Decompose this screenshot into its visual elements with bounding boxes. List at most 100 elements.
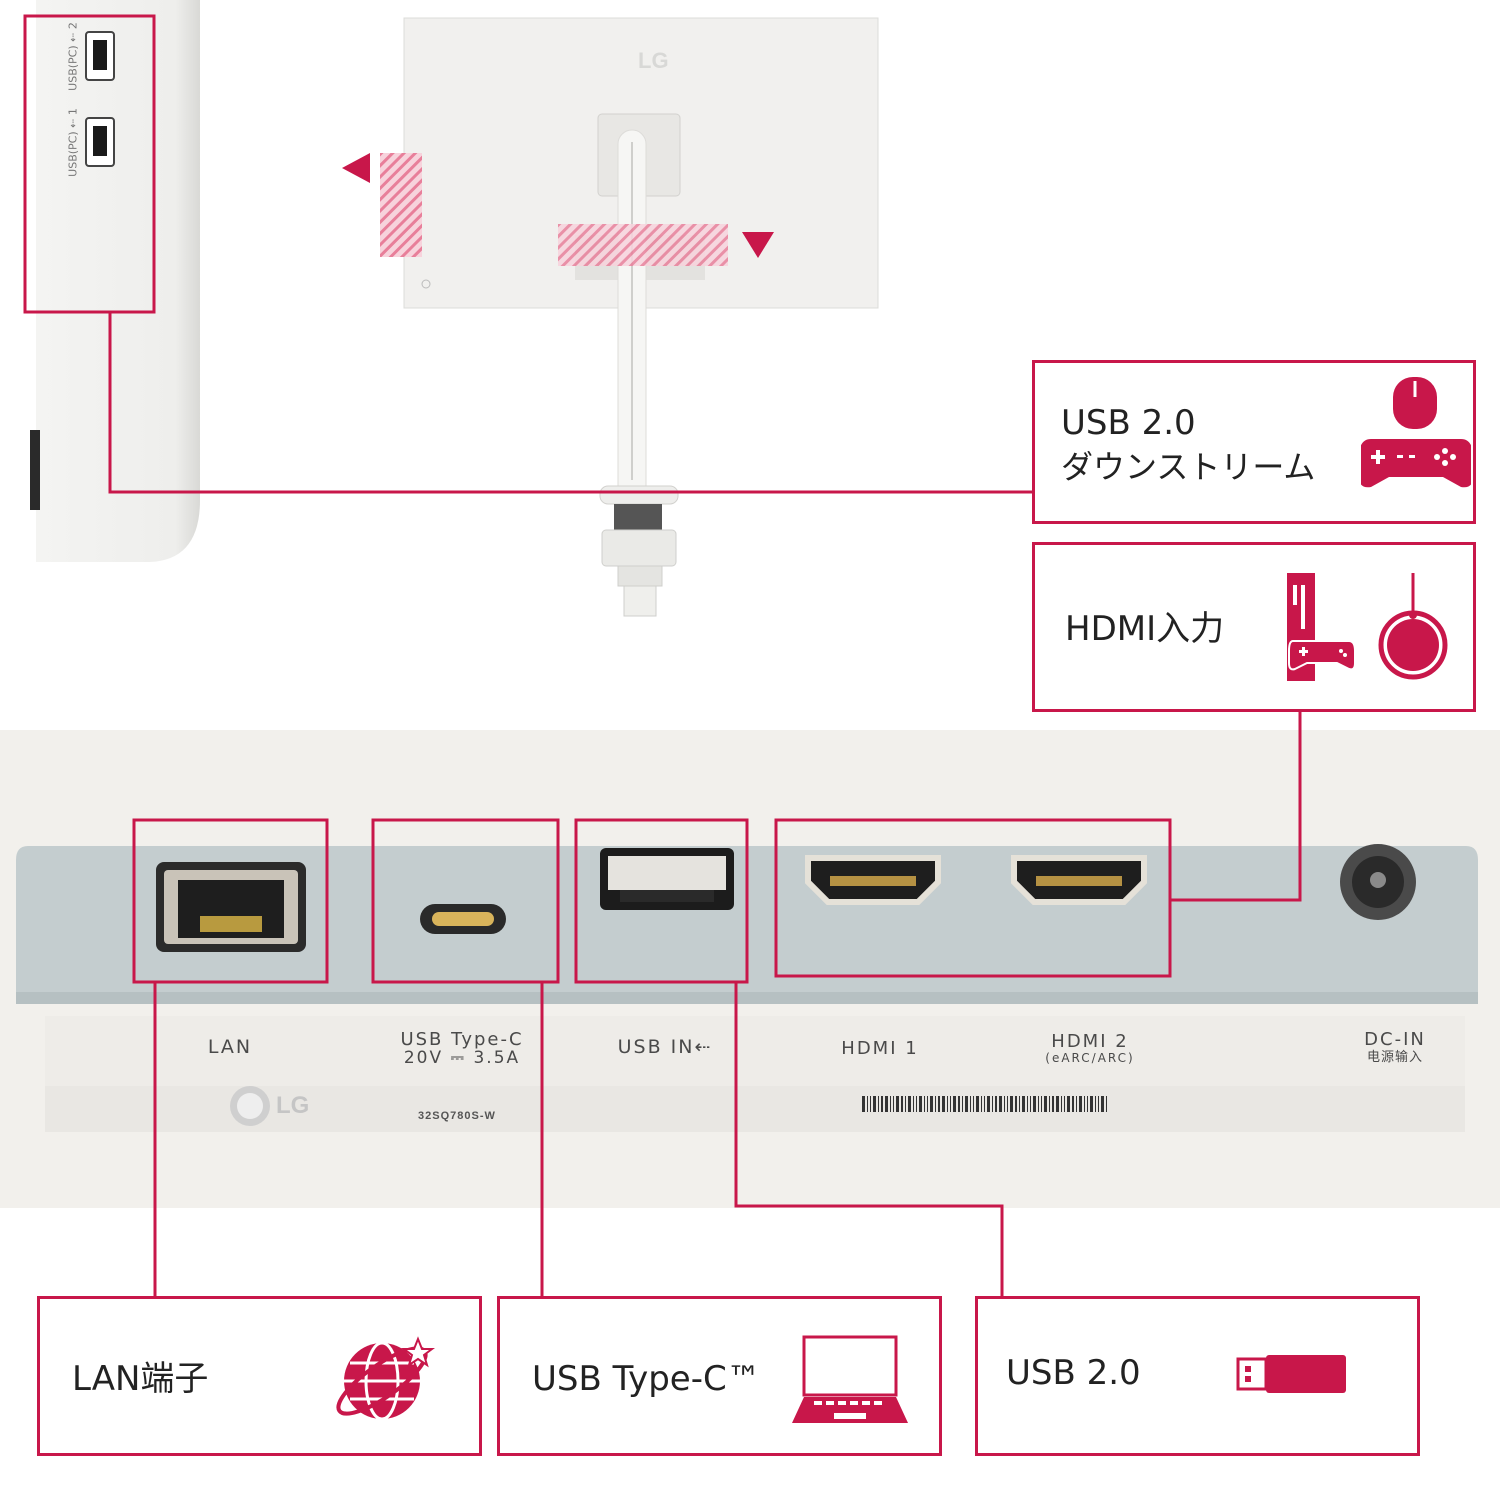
monitor-back-logo: LG <box>638 48 669 73</box>
usbc-port-label-line2: 20V ⎓ 3.5A <box>403 1048 521 1068</box>
barcode-bar <box>916 1096 917 1112</box>
barcode-bar <box>1041 1096 1042 1112</box>
barcode-bar <box>890 1096 891 1112</box>
dcin-port-label-line2: 电源输入 <box>1366 1050 1423 1065</box>
callout-lan-label: LAN端子 <box>72 1359 209 1399</box>
barcode-bar <box>958 1096 960 1112</box>
model-number: 32SQ780S-W <box>418 1110 496 1122</box>
barcode-bar <box>885 1096 888 1112</box>
barcode-bar <box>962 1096 963 1112</box>
barcode-bar <box>1056 1096 1059 1112</box>
barcode-bar <box>1079 1096 1082 1112</box>
barcode-bar <box>935 1096 936 1112</box>
barcode-bar <box>881 1096 883 1112</box>
barcode-bar <box>893 1096 894 1112</box>
barcode-bar <box>1052 1096 1054 1112</box>
barcode-bar <box>1095 1096 1096 1112</box>
bottom-port-highlight <box>558 224 728 266</box>
monitor-side-drawing <box>30 0 200 562</box>
barcode-bar <box>1038 1096 1039 1112</box>
barcode-bar <box>862 1096 865 1112</box>
hdmi-device-icons <box>1287 573 1448 681</box>
callout-usb-2: USB 2.0 <box>975 1296 1420 1456</box>
barcode-bar <box>1106 1096 1107 1112</box>
barcode-bar <box>867 1096 868 1112</box>
barcode-bar <box>1004 1096 1005 1112</box>
hdmi2-port-label-line1: HDMI 2 <box>1051 1031 1129 1052</box>
barcode-bar <box>942 1096 945 1112</box>
barcode-bar <box>1098 1096 1099 1112</box>
barcode-bar <box>981 1096 982 1112</box>
side-port-highlight <box>380 153 422 257</box>
streaming-stick-icon <box>1378 573 1448 680</box>
monitor-side-view: USB(PC) ⇠ 2 USB(PC) ⇠ 1 <box>0 0 220 570</box>
barcode-bar <box>927 1096 928 1112</box>
barcode-bar <box>1033 1096 1036 1112</box>
gamepad-icon <box>1361 439 1471 488</box>
barcode-bar <box>919 1096 922 1112</box>
callout-usb-2-label: USB 2.0 <box>1006 1353 1141 1393</box>
callout-usb-type-c: USB Type-C™ <box>497 1296 942 1456</box>
callout-usb-downstream-line1: USB 2.0 <box>1061 403 1196 443</box>
port-panel: LAN USB Type-C 20V ⎓ 3.5A USB IN⇠ HDMI 1… <box>0 730 1500 1208</box>
port-panel-logo: LG <box>276 1092 310 1119</box>
game-console-icon <box>1287 573 1356 681</box>
usb-port-1-label: USB(PC) ⇠ 1 <box>66 108 80 177</box>
barcode-bar <box>1022 1096 1025 1112</box>
barcode-bar <box>1064 1096 1065 1112</box>
barcode-bar <box>1007 1096 1008 1112</box>
lan-port-label: LAN <box>207 1036 253 1058</box>
barcode-bar <box>965 1096 968 1112</box>
barcode-bar <box>1019 1096 1020 1112</box>
callout-lan: LAN端子 <box>37 1296 482 1456</box>
arrow-left-icon <box>342 153 370 183</box>
barcode-bar <box>896 1096 899 1112</box>
mouse-icon <box>1393 377 1437 429</box>
barcode-bar <box>1061 1096 1062 1112</box>
barcode-bar <box>1010 1096 1013 1112</box>
barcode-bar <box>973 1096 974 1112</box>
barcode-bar <box>938 1096 940 1112</box>
barcode-bar <box>1076 1096 1077 1112</box>
usb-port-2-label: USB(PC) ⇠ 2 <box>66 22 80 91</box>
usb-in-port-label: USB IN⇠ <box>617 1036 713 1058</box>
barcode-bar <box>992 1096 993 1112</box>
barcode-bar <box>1087 1096 1088 1112</box>
barcode-bar <box>873 1096 876 1112</box>
callout-usb-downstream-line2: ダウンストリーム <box>1061 448 1316 486</box>
callout-usb-downstream: USB 2.0 ダウンストリーム <box>1032 360 1476 524</box>
barcode-bar <box>1030 1096 1031 1112</box>
barcode-bar <box>870 1096 871 1112</box>
hdmi2-port-label-line2: (eARC/ARC) <box>1045 1051 1135 1065</box>
barcode-bar <box>913 1096 914 1112</box>
barcode-bar <box>984 1096 985 1112</box>
barcode-bar <box>905 1096 906 1112</box>
usb-stick-icon <box>1236 1355 1346 1393</box>
barcode-bar <box>1084 1096 1085 1112</box>
barcode-bar <box>1027 1096 1028 1112</box>
barcode-bar <box>901 1096 903 1112</box>
barcode-bar <box>1067 1096 1070 1112</box>
barcode-bar <box>924 1096 925 1112</box>
barcode-bar <box>878 1096 879 1112</box>
mouse-and-gamepad-icons <box>1361 377 1471 488</box>
barcode-bar <box>953 1096 956 1112</box>
barcode-bar <box>1015 1096 1017 1112</box>
barcode-bar <box>930 1096 933 1112</box>
usbc-port-label-line1: USB Type-C <box>400 1029 524 1050</box>
barcode-bar <box>1044 1096 1047 1112</box>
hdmi1-port-label: HDMI 1 <box>841 1038 919 1059</box>
barcode-bar <box>1101 1096 1104 1112</box>
monitor-back-drawing <box>342 17 879 617</box>
barcode-bar <box>976 1096 979 1112</box>
arrow-down-icon <box>742 232 774 258</box>
barcode-bar <box>1090 1096 1093 1112</box>
barcode-bar <box>947 1096 948 1112</box>
barcode-bar <box>999 1096 1002 1112</box>
barcode-bar <box>995 1096 997 1112</box>
barcode-bar <box>970 1096 971 1112</box>
port-panel-drawing <box>16 844 1478 1132</box>
monitor-back-view: LG <box>330 10 890 620</box>
callout-hdmi-input-label: HDMI入力 <box>1065 609 1225 649</box>
dcin-port-label-line1: DC-IN <box>1364 1029 1426 1050</box>
